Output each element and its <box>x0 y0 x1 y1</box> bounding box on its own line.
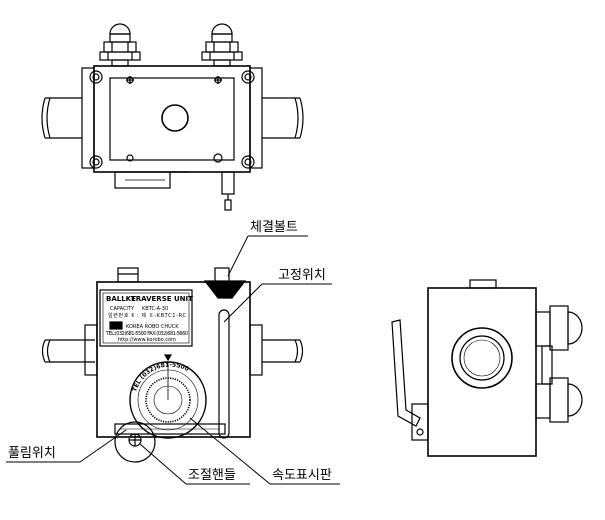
nameplate-serial: 일련번호 Ⅱ : 제 ㅍ-KBTC1-RC <box>108 312 187 319</box>
label-fixed-position: 고정위치 <box>278 268 326 283</box>
top-bolt-left <box>99 23 141 67</box>
nameplate-title: TRAVERSE UNIT <box>131 295 193 303</box>
nameplate-phone: TEL:(032)681-5500 FAX:(032)681-5660 <box>105 331 188 337</box>
nameplate-brand: BALLKE <box>106 295 136 303</box>
front-view <box>41 267 304 463</box>
label-fastening-bolt: 체결볼트 <box>250 220 298 235</box>
nameplate-maker: KOREA ROBO CHUCK <box>126 324 179 330</box>
side-view <box>391 279 583 457</box>
top-view <box>41 23 304 211</box>
nameplate-capacity-label: CAPACITY <box>110 306 135 312</box>
top-bolt-right <box>201 23 243 67</box>
label-speed-indicator: 속도표시판 <box>272 468 332 483</box>
nameplate-capacity-value: KBTC-A-30 <box>142 306 168 312</box>
label-adjust-handle: 조절핸들 <box>188 467 236 483</box>
nameplate-url: http://www.korobo.com <box>118 337 176 343</box>
label-release-position: 풀림위치 <box>8 446 56 461</box>
callout-leaders <box>6 235 340 485</box>
